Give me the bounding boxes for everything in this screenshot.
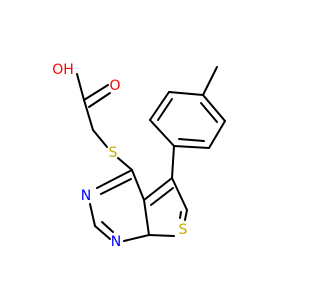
bond-c2-n1 — [94, 225, 111, 240]
atom-thiophene-sulfur-label: S — [179, 222, 188, 238]
molecule-canvas: OH O S N N S — [52, 62, 226, 250]
bond-ar-4 — [202, 94, 226, 122]
bond-ho-c — [76, 73, 85, 101]
bond-ch2-s — [92, 129, 108, 148]
bond-c4a-c5-inner — [150, 187, 174, 206]
bond-c4a-c4 — [131, 169, 145, 201]
bond-c6-s7-inner — [179, 211, 182, 219]
bond-c6-s7 — [184, 209, 188, 221]
structure-diagram: OH O S N N S — [52, 62, 226, 250]
bond-c-o-double-a — [83, 84, 109, 101]
bond-ar-5 — [208, 120, 226, 149]
bond-ar-4-inner — [200, 102, 218, 123]
bond-c2-n1-inner — [101, 221, 114, 233]
atom-carbonyl-oxygen-label: O — [109, 78, 120, 94]
bond-ar-2-inner — [157, 98, 173, 121]
atom-pyrimidine-n1-label: N — [111, 234, 121, 250]
bond-ar-3 — [168, 91, 204, 96]
bond-c4-n3-inner — [100, 178, 132, 195]
bond-c-o-double-b — [88, 92, 111, 108]
bond-s7-c7a — [148, 234, 175, 237]
atom-hydroxyl-label: OH — [52, 62, 74, 78]
bond-methyl — [202, 66, 218, 96]
bond-c5-aryl — [171, 145, 175, 179]
bond-ar-2 — [149, 91, 170, 121]
atom-pyrimidine-n3-label: N — [81, 188, 91, 204]
bond-c4a-c5 — [143, 177, 173, 201]
atom-thioether-sulfur-label: S — [109, 145, 118, 161]
bond-n3-c2 — [89, 203, 96, 227]
bond-s-c4 — [117, 157, 133, 171]
bond-c5-c6 — [171, 177, 188, 211]
bond-ar-6-inner — [178, 138, 205, 142]
bond-c4-n3 — [96, 169, 133, 189]
bond-c-ch2 — [83, 99, 94, 131]
bond-ar-6 — [173, 145, 210, 149]
bond-c7a-c4a — [143, 199, 150, 236]
bond-n1-c7a — [123, 234, 150, 242]
bond-ar-1 — [149, 119, 175, 147]
